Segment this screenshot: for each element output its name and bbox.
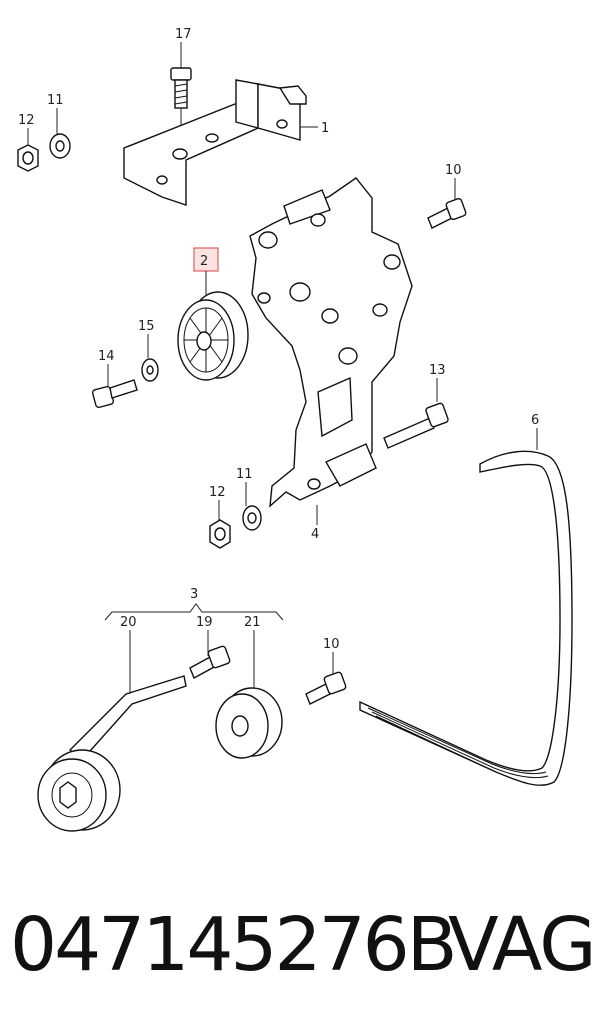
part-2-pulley <box>177 291 249 381</box>
callout-15: 15 <box>138 319 155 334</box>
callout-17: 17 <box>175 27 192 42</box>
part-10-bolt-bottom <box>305 671 347 705</box>
brand-name: VAG <box>448 902 597 988</box>
footer: 047145276B VAG <box>0 895 600 1005</box>
callout-10-bottom: 10 <box>323 637 340 652</box>
part-21-pulley <box>215 687 283 759</box>
part-number: 047145276B <box>10 902 457 988</box>
callout-3: 3 <box>190 587 198 602</box>
part-11-washer-mid <box>242 505 262 531</box>
exploded-parts-diagram: 17 1 11 12 10 <box>17 27 573 832</box>
part-12-nut-top <box>17 144 39 172</box>
callout-13: 13 <box>429 363 446 378</box>
callout-19: 19 <box>196 615 213 630</box>
part-12-nut-mid <box>209 519 231 549</box>
part-17-bolt <box>170 67 192 158</box>
callout-20: 20 <box>120 615 137 630</box>
callout-12-mid: 12 <box>209 485 226 500</box>
part-6-ribbed-belt <box>359 450 573 786</box>
part-19-bolt <box>189 645 231 679</box>
part-10-bolt-top <box>427 197 467 229</box>
callout-1: 1 <box>321 121 329 136</box>
callout-14: 14 <box>98 349 115 364</box>
callout-12-top: 12 <box>18 113 35 128</box>
part-11-washer-top <box>49 133 71 159</box>
callout-21: 21 <box>244 615 261 630</box>
callout-11-mid: 11 <box>236 467 253 482</box>
callout-2: 2 <box>200 254 208 269</box>
callout-6: 6 <box>531 413 539 428</box>
group-bracket-3 <box>104 603 284 621</box>
part-20-tensioner <box>37 675 187 832</box>
part-14-bolt <box>91 379 138 409</box>
callout-4: 4 <box>311 527 319 542</box>
part-13-long-bolt <box>383 402 449 449</box>
part-1-bracket <box>123 79 307 206</box>
callout-11-top: 11 <box>47 93 64 108</box>
part-4-main-bracket <box>249 177 413 508</box>
callout-10-top: 10 <box>445 163 462 178</box>
part-15-washer <box>141 358 159 382</box>
